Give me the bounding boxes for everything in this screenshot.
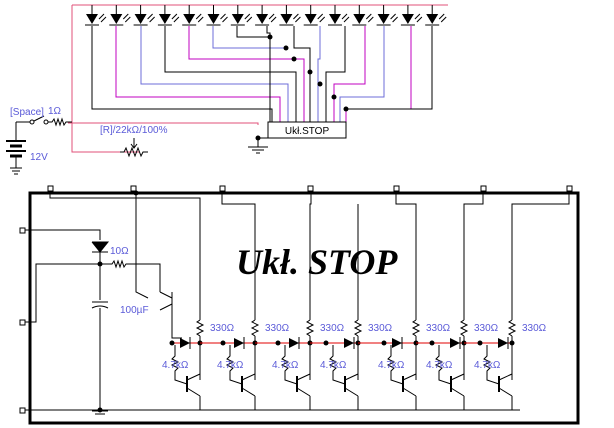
base-resistor-label: 4.7kΩ xyxy=(378,360,405,371)
battery-icon xyxy=(6,122,26,175)
base-resistor-label: 4.7kΩ xyxy=(162,360,189,371)
switch-label: [Space] xyxy=(10,107,44,118)
led-icon xyxy=(206,5,228,26)
led-icon xyxy=(400,5,423,26)
stage-resistor-label: 330Ω xyxy=(320,323,345,334)
stage-resistor-label: 330Ω xyxy=(368,323,393,334)
led-icon xyxy=(255,5,277,26)
capacitor-label: 100µF xyxy=(120,305,149,316)
switch-resistor-label: 1Ω xyxy=(48,106,62,117)
pink-wires xyxy=(68,4,448,153)
led-icon xyxy=(109,5,131,26)
led-icon xyxy=(85,5,107,26)
junction-dot xyxy=(97,261,103,267)
stage-resistor-label: 330Ω xyxy=(474,323,499,334)
board-outline xyxy=(28,191,580,425)
led-icon xyxy=(376,5,398,26)
space-switch[interactable] xyxy=(16,115,72,127)
led-row xyxy=(85,5,447,26)
base-resistor-label: 4.7kΩ xyxy=(474,360,501,371)
led-icon xyxy=(425,5,447,26)
transistor-stage: 330Ω 4.7kΩ xyxy=(255,319,345,410)
transistor-stage: 330Ω 4.7kΩ xyxy=(310,319,393,410)
top-circuit: [Space] 1Ω 12V [R]/22kΩ/100% Ukł.STOP xyxy=(6,4,448,175)
supply-section xyxy=(25,191,182,415)
series-resistor-label: 10Ω xyxy=(110,246,129,257)
transistor-stage: 330Ω 4.7kΩ xyxy=(464,319,547,410)
led-bus-lines xyxy=(91,26,433,122)
module-label: Ukł.STOP xyxy=(285,126,330,137)
transistor-stage: 330Ω 4.7kΩ xyxy=(162,319,235,410)
led-icon xyxy=(157,5,180,26)
led-icon xyxy=(303,5,326,26)
board-title: Ukł. STOP xyxy=(236,242,398,282)
led-icon xyxy=(352,5,374,26)
base-resistor-label: 4.7kΩ xyxy=(426,360,453,371)
bottom-circuit: 10Ω 100µF Ukł. STOP 330Ω4.7kΩ330Ω4.7kΩ33… xyxy=(19,185,580,425)
potentiometer-label: [R]/22kΩ/100% xyxy=(100,125,168,136)
base-resistor-label: 4.7kΩ xyxy=(272,360,299,371)
led-icon xyxy=(279,5,301,26)
stage-resistor-label: 330Ω xyxy=(210,323,235,334)
stop-module[interactable]: Ukł.STOP xyxy=(248,121,347,154)
potentiometer-icon[interactable] xyxy=(120,138,148,158)
battery-label: 12V xyxy=(30,152,48,163)
stage-resistor-label: 330Ω xyxy=(522,323,547,334)
stage-resistor-label: 330Ω xyxy=(265,323,290,334)
base-resistor-label: 4.7kΩ xyxy=(217,360,244,371)
base-resistor-label: 4.7kΩ xyxy=(320,360,347,371)
led-icon xyxy=(328,5,350,26)
led-icon xyxy=(182,5,204,26)
led-icon xyxy=(230,5,253,26)
stage-resistor-label: 330Ω xyxy=(426,323,451,334)
led-icon xyxy=(133,5,155,26)
stage-chain: 330Ω4.7kΩ330Ω4.7kΩ330Ω4.7kΩ330Ω4.7kΩ330Ω… xyxy=(162,319,547,410)
